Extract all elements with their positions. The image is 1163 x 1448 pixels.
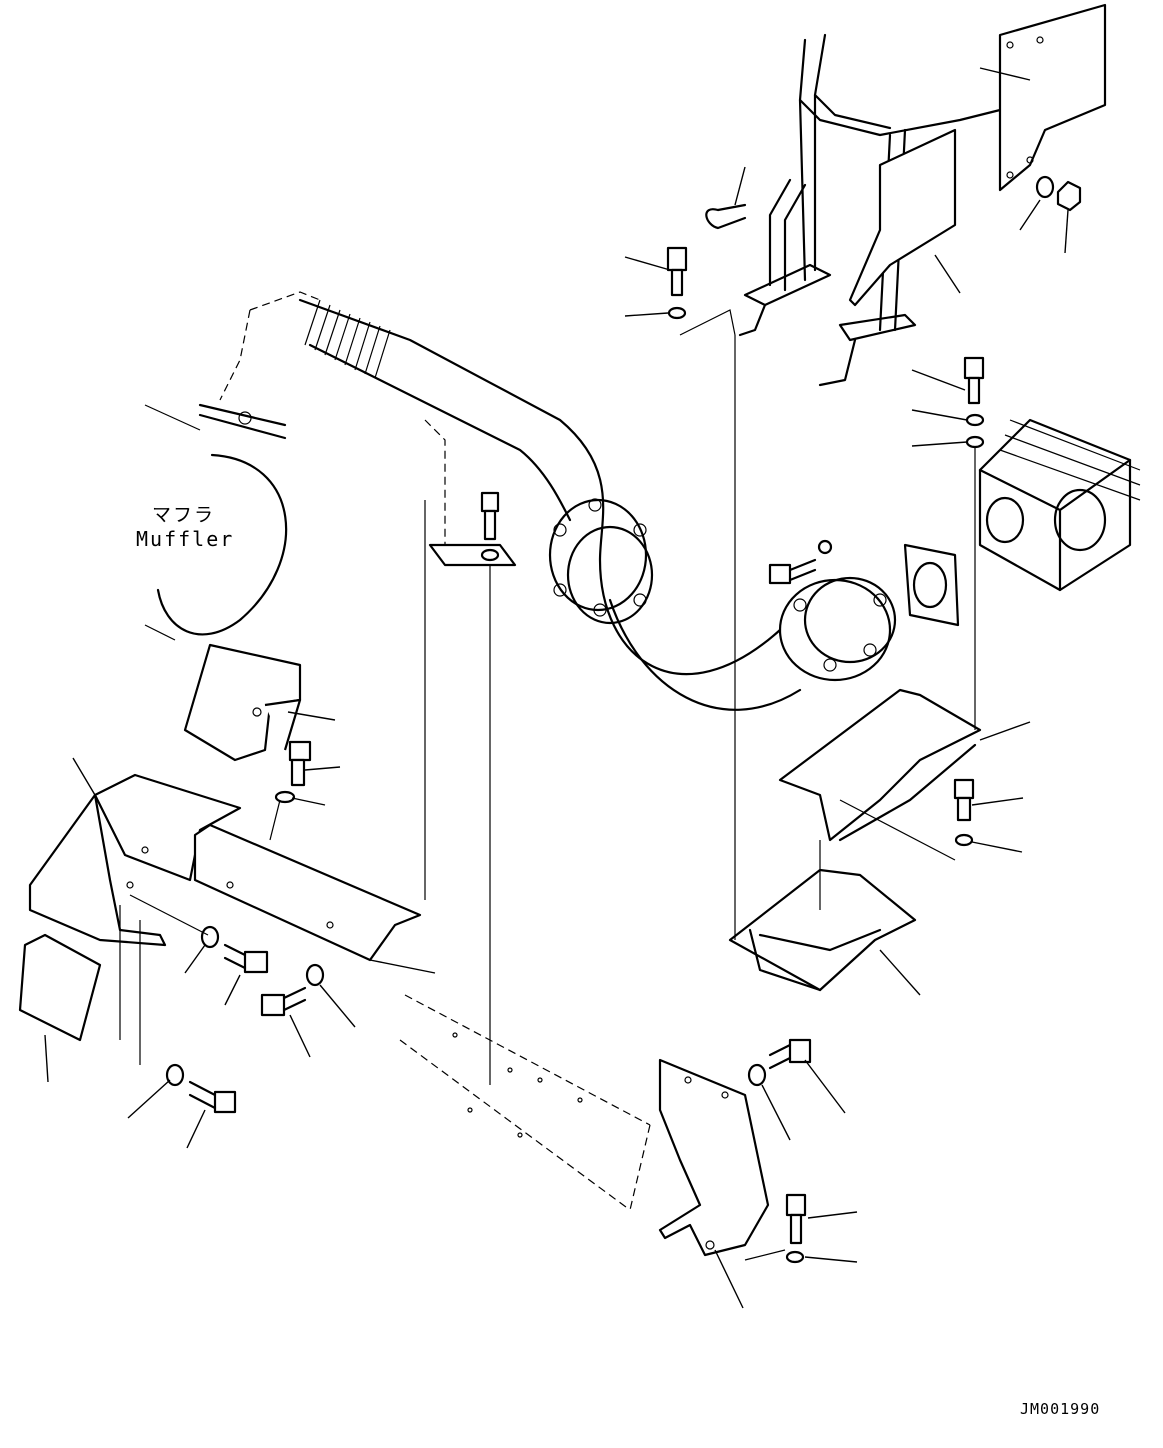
right-support-brackets: [728, 688, 982, 992]
upper-cover-plate: [848, 3, 1107, 307]
muffler-label: Muffler: [136, 527, 235, 551]
u-bolt: [705, 203, 747, 230]
turbo-flange: [778, 576, 897, 682]
turbo-housing: [978, 418, 1141, 592]
muffler: [144, 404, 288, 641]
frame: [399, 994, 651, 1211]
muffler-label-japanese: マフラ: [152, 504, 216, 526]
lower-shield-plate: [658, 1038, 812, 1264]
leader-lines: [44, 67, 1069, 1309]
bellows: [304, 299, 391, 379]
flange-bolt: [768, 539, 833, 585]
exhaust-pipe: [198, 291, 960, 711]
pipe-flange-joint: [548, 498, 654, 625]
handrail: [738, 33, 1002, 387]
clamp: [198, 403, 287, 440]
gasket: [903, 543, 960, 627]
center-bracket: [424, 419, 517, 567]
drawing-code: JM001990: [1020, 1400, 1101, 1418]
assembly-lines: [119, 309, 976, 1261]
left-fasteners: [165, 740, 325, 1114]
left-shield-assembly: [18, 643, 422, 1042]
